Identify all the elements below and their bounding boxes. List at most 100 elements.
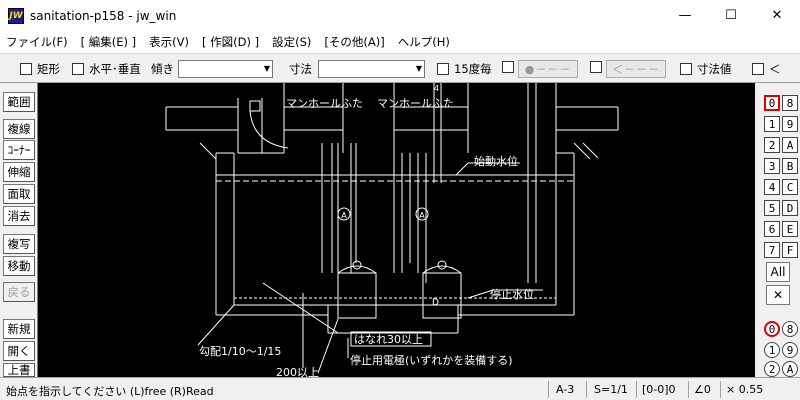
layer-3-button[interactable]: 3	[764, 158, 780, 174]
tilt-dropdown-icon: ▼	[263, 64, 270, 73]
top-mark-label: 4	[434, 84, 439, 93]
tool-extend-button[interactable]: 伸縮	[3, 162, 35, 182]
menu-bar: ファイル(F) [ 編集(E) ] 表示(V) [ 作図(D) ] 設定(S) …	[0, 31, 800, 53]
pump-d-label: D	[432, 298, 439, 308]
menu-view[interactable]: 表示(V)	[149, 35, 189, 49]
rect-toggle[interactable]: 矩形	[20, 61, 60, 77]
menu-edit[interactable]: [ 編集(E) ]	[80, 35, 137, 49]
layer-a-button[interactable]: A	[782, 137, 798, 153]
status-scale[interactable]: S=1/1	[594, 383, 628, 396]
pump-a-label-2: A	[419, 211, 425, 220]
minimize-button[interactable]: —	[678, 8, 692, 23]
status-message: 始点を指示してください (L)free (R)Read	[6, 385, 214, 398]
drawing-canvas[interactable]: マンホールふた マンホールふた 始動水位 停止水位 A A D はなれ30以上 …	[37, 83, 755, 377]
dimval-toggle[interactable]: 寸法値	[680, 61, 732, 77]
tool-copy-button[interactable]: 複写	[3, 234, 35, 254]
layer-d-button[interactable]: D	[782, 200, 798, 216]
slope-label: 勾配1/10～1/15	[199, 345, 281, 358]
layer-e-button[interactable]: E	[782, 221, 798, 237]
status-zoom[interactable]: × 0.55	[726, 383, 764, 396]
stop-level-label: 停止水位	[490, 287, 534, 301]
status-paper-size[interactable]: A-3	[556, 383, 575, 396]
group-2-button[interactable]: 2	[764, 361, 780, 377]
dim-label: 寸法	[289, 62, 312, 76]
dot-toggle[interactable]	[502, 61, 519, 73]
tilt-combo[interactable]: ▼	[178, 60, 273, 78]
status-angle[interactable]: ∠0	[694, 383, 711, 396]
dim-dropdown-icon: ▼	[415, 64, 422, 73]
pump-a-label-1: A	[341, 211, 347, 220]
status-layer[interactable]: [0-0]0	[642, 383, 676, 396]
lt-toggle[interactable]: ＜	[752, 61, 781, 77]
title-bar: JW sanitation-p158 - jw_win — ☐ ✕	[0, 0, 800, 31]
deg15-checkbox[interactable]	[437, 63, 449, 75]
group-0-button[interactable]: 0	[764, 321, 780, 337]
layer-all-button[interactable]: All	[766, 262, 790, 282]
menu-file[interactable]: ファイル(F)	[6, 35, 68, 49]
lt-label: ＜	[769, 62, 781, 76]
arrow-checkbox[interactable]	[590, 61, 602, 73]
tool-chamfer-button[interactable]: 面取	[3, 184, 35, 204]
tool-offset-button[interactable]: 複線	[3, 119, 35, 139]
status-bar: 始点を指示してください (L)free (R)Read A-3 S=1/1 [0…	[0, 377, 800, 400]
layer-c-button[interactable]: C	[782, 179, 798, 195]
layer-b-button[interactable]: B	[782, 158, 798, 174]
layer-8-button[interactable]: 8	[782, 95, 798, 111]
tool-undo-button[interactable]: 戻る	[3, 282, 35, 302]
hv-label: 水平･垂直	[89, 62, 141, 76]
tool-move-button[interactable]: 移動	[3, 256, 35, 276]
app-logo-icon: JW	[8, 7, 24, 24]
rect-checkbox[interactable]	[20, 63, 32, 75]
status-divider	[586, 381, 587, 398]
tool-erase-button[interactable]: 消去	[3, 206, 35, 226]
menu-settings[interactable]: 設定(S)	[272, 35, 312, 49]
dimval-checkbox[interactable]	[680, 63, 692, 75]
hv-toggle[interactable]: 水平･垂直	[72, 61, 141, 77]
status-divider	[636, 381, 637, 398]
group-a-button[interactable]: A	[782, 361, 798, 377]
tool-new-button[interactable]: 新規	[3, 319, 35, 339]
group-9-button[interactable]: 9	[782, 342, 798, 358]
close-button[interactable]: ✕	[771, 8, 783, 23]
lt-checkbox[interactable]	[752, 63, 764, 75]
layer-1-button[interactable]: 1	[764, 116, 780, 132]
tool-open-button[interactable]: 開く	[3, 341, 35, 361]
left-toolbox: 範囲 複線 ｺｰﾅｰ 伸縮 面取 消去 複写 移動 戻る 新規 開く 上書	[0, 83, 37, 377]
arrow-toggle[interactable]	[590, 61, 607, 73]
tilt-label: 傾き	[151, 62, 174, 76]
status-divider	[688, 381, 689, 398]
layer-6-button[interactable]: 6	[764, 221, 780, 237]
drawing-svg: マンホールふた マンホールふた 始動水位 停止水位 A A D はなれ30以上 …	[165, 83, 619, 377]
electrode-label: 停止用電極(いずれかを装備する)	[350, 353, 513, 367]
start-level-label: 始動水位	[474, 154, 518, 168]
layer-7-button[interactable]: 7	[764, 242, 780, 258]
dot-checkbox[interactable]	[502, 61, 514, 73]
layer-5-button[interactable]: 5	[764, 200, 780, 216]
menu-help[interactable]: ヘルプ(H)	[397, 35, 450, 49]
tool-range-button[interactable]: 範囲	[3, 92, 35, 112]
tool-corner-button[interactable]: ｺｰﾅｰ	[3, 140, 35, 160]
depth-label: 200以上	[276, 366, 319, 377]
layer-4-button[interactable]: 4	[764, 179, 780, 195]
layer-f-button[interactable]: F	[782, 242, 798, 258]
layer-2-button[interactable]: 2	[764, 137, 780, 153]
hv-checkbox[interactable]	[72, 63, 84, 75]
layer-0-button[interactable]: 0	[764, 95, 780, 111]
dot-line-button[interactable]: ●－－－	[518, 60, 578, 78]
deg15-toggle[interactable]: 15度毎	[437, 61, 492, 77]
group-1-button[interactable]: 1	[764, 342, 780, 358]
arrow-line-button[interactable]: ＜－－－	[606, 60, 666, 78]
maximize-button[interactable]: ☐	[725, 8, 737, 23]
manhole-label-1: マンホールふた	[286, 97, 363, 110]
group-8-button[interactable]: 8	[782, 321, 798, 337]
layer-clear-button[interactable]: ✕	[766, 285, 790, 305]
menu-other[interactable]: [その他(A)]	[324, 35, 385, 49]
dimval-label: 寸法値	[697, 62, 732, 76]
deg15-label: 15度毎	[454, 62, 492, 76]
tool-save-button[interactable]: 上書	[3, 363, 35, 377]
rect-label: 矩形	[37, 62, 60, 76]
menu-draw[interactable]: [ 作図(D) ]	[201, 35, 260, 49]
layer-9-button[interactable]: 9	[782, 116, 798, 132]
layer-panel: 0 8 1 9 2 A 3 B 4 C 5 D 6 E 7 F All ✕ 0 …	[755, 83, 800, 377]
dim-combo[interactable]: ▼	[318, 60, 425, 78]
